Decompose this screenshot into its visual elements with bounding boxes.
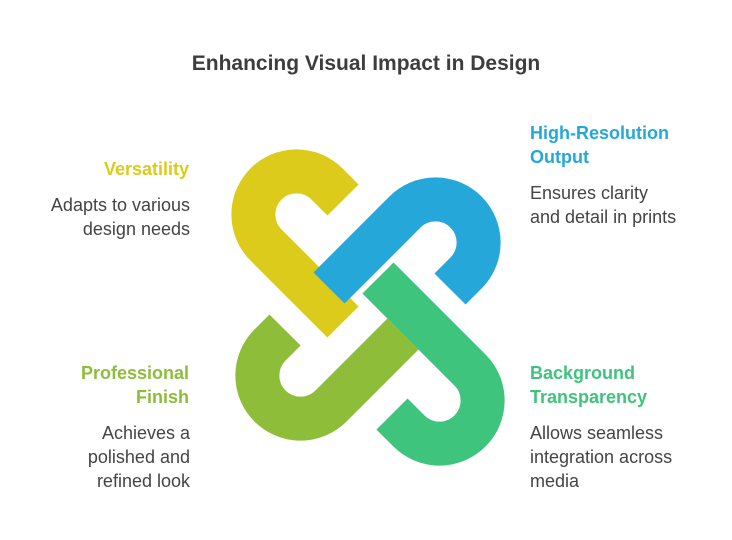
background-heading-line: Background bbox=[530, 363, 636, 383]
background-heading-line: Transparency bbox=[530, 387, 648, 407]
professional-heading-line: Professional bbox=[80, 363, 189, 383]
blue-link-shape bbox=[313, 177, 501, 305]
versatility-heading: Versatility bbox=[20, 157, 189, 181]
versatility-description: Adapts to various design needs bbox=[10, 193, 190, 241]
high-resolution-heading-line: High-Resolution bbox=[530, 123, 669, 143]
yellow-link-shape bbox=[231, 149, 359, 338]
background-heading: Background Transparency bbox=[530, 361, 720, 409]
high-resolution-heading-line: Output bbox=[530, 147, 589, 167]
background-description: Allows seamless integration across media bbox=[530, 421, 725, 493]
background-desc-line: integration across bbox=[530, 447, 673, 467]
background-desc-line: media bbox=[530, 471, 580, 491]
versatility-heading-text: Versatility bbox=[103, 159, 189, 179]
page-title: Enhancing Visual Impact in Design bbox=[191, 52, 541, 75]
background-desc-line: Allows seamless bbox=[530, 423, 664, 443]
high-resolution-desc-line: and detail in prints bbox=[530, 207, 677, 227]
high-resolution-heading: High-Resolution Output bbox=[530, 121, 720, 169]
high-resolution-desc-line: Ensures clarity bbox=[530, 183, 649, 203]
professional-heading: Professional Finish bbox=[20, 361, 189, 409]
high-resolution-description: Ensures clarity and detail in prints bbox=[530, 181, 725, 229]
professional-description: Achieves a polished and refined look bbox=[10, 421, 190, 493]
professional-desc-line: Achieves a bbox=[101, 423, 190, 443]
professional-heading-line: Finish bbox=[136, 387, 189, 407]
professional-desc-line: refined look bbox=[96, 471, 190, 491]
professional-desc-line: polished and bbox=[87, 447, 190, 467]
versatility-desc-line: design needs bbox=[82, 219, 190, 239]
olive-link-shape bbox=[235, 314, 419, 441]
versatility-desc-line: Adapts to various bbox=[50, 195, 190, 215]
green-link-shape bbox=[362, 262, 505, 466]
